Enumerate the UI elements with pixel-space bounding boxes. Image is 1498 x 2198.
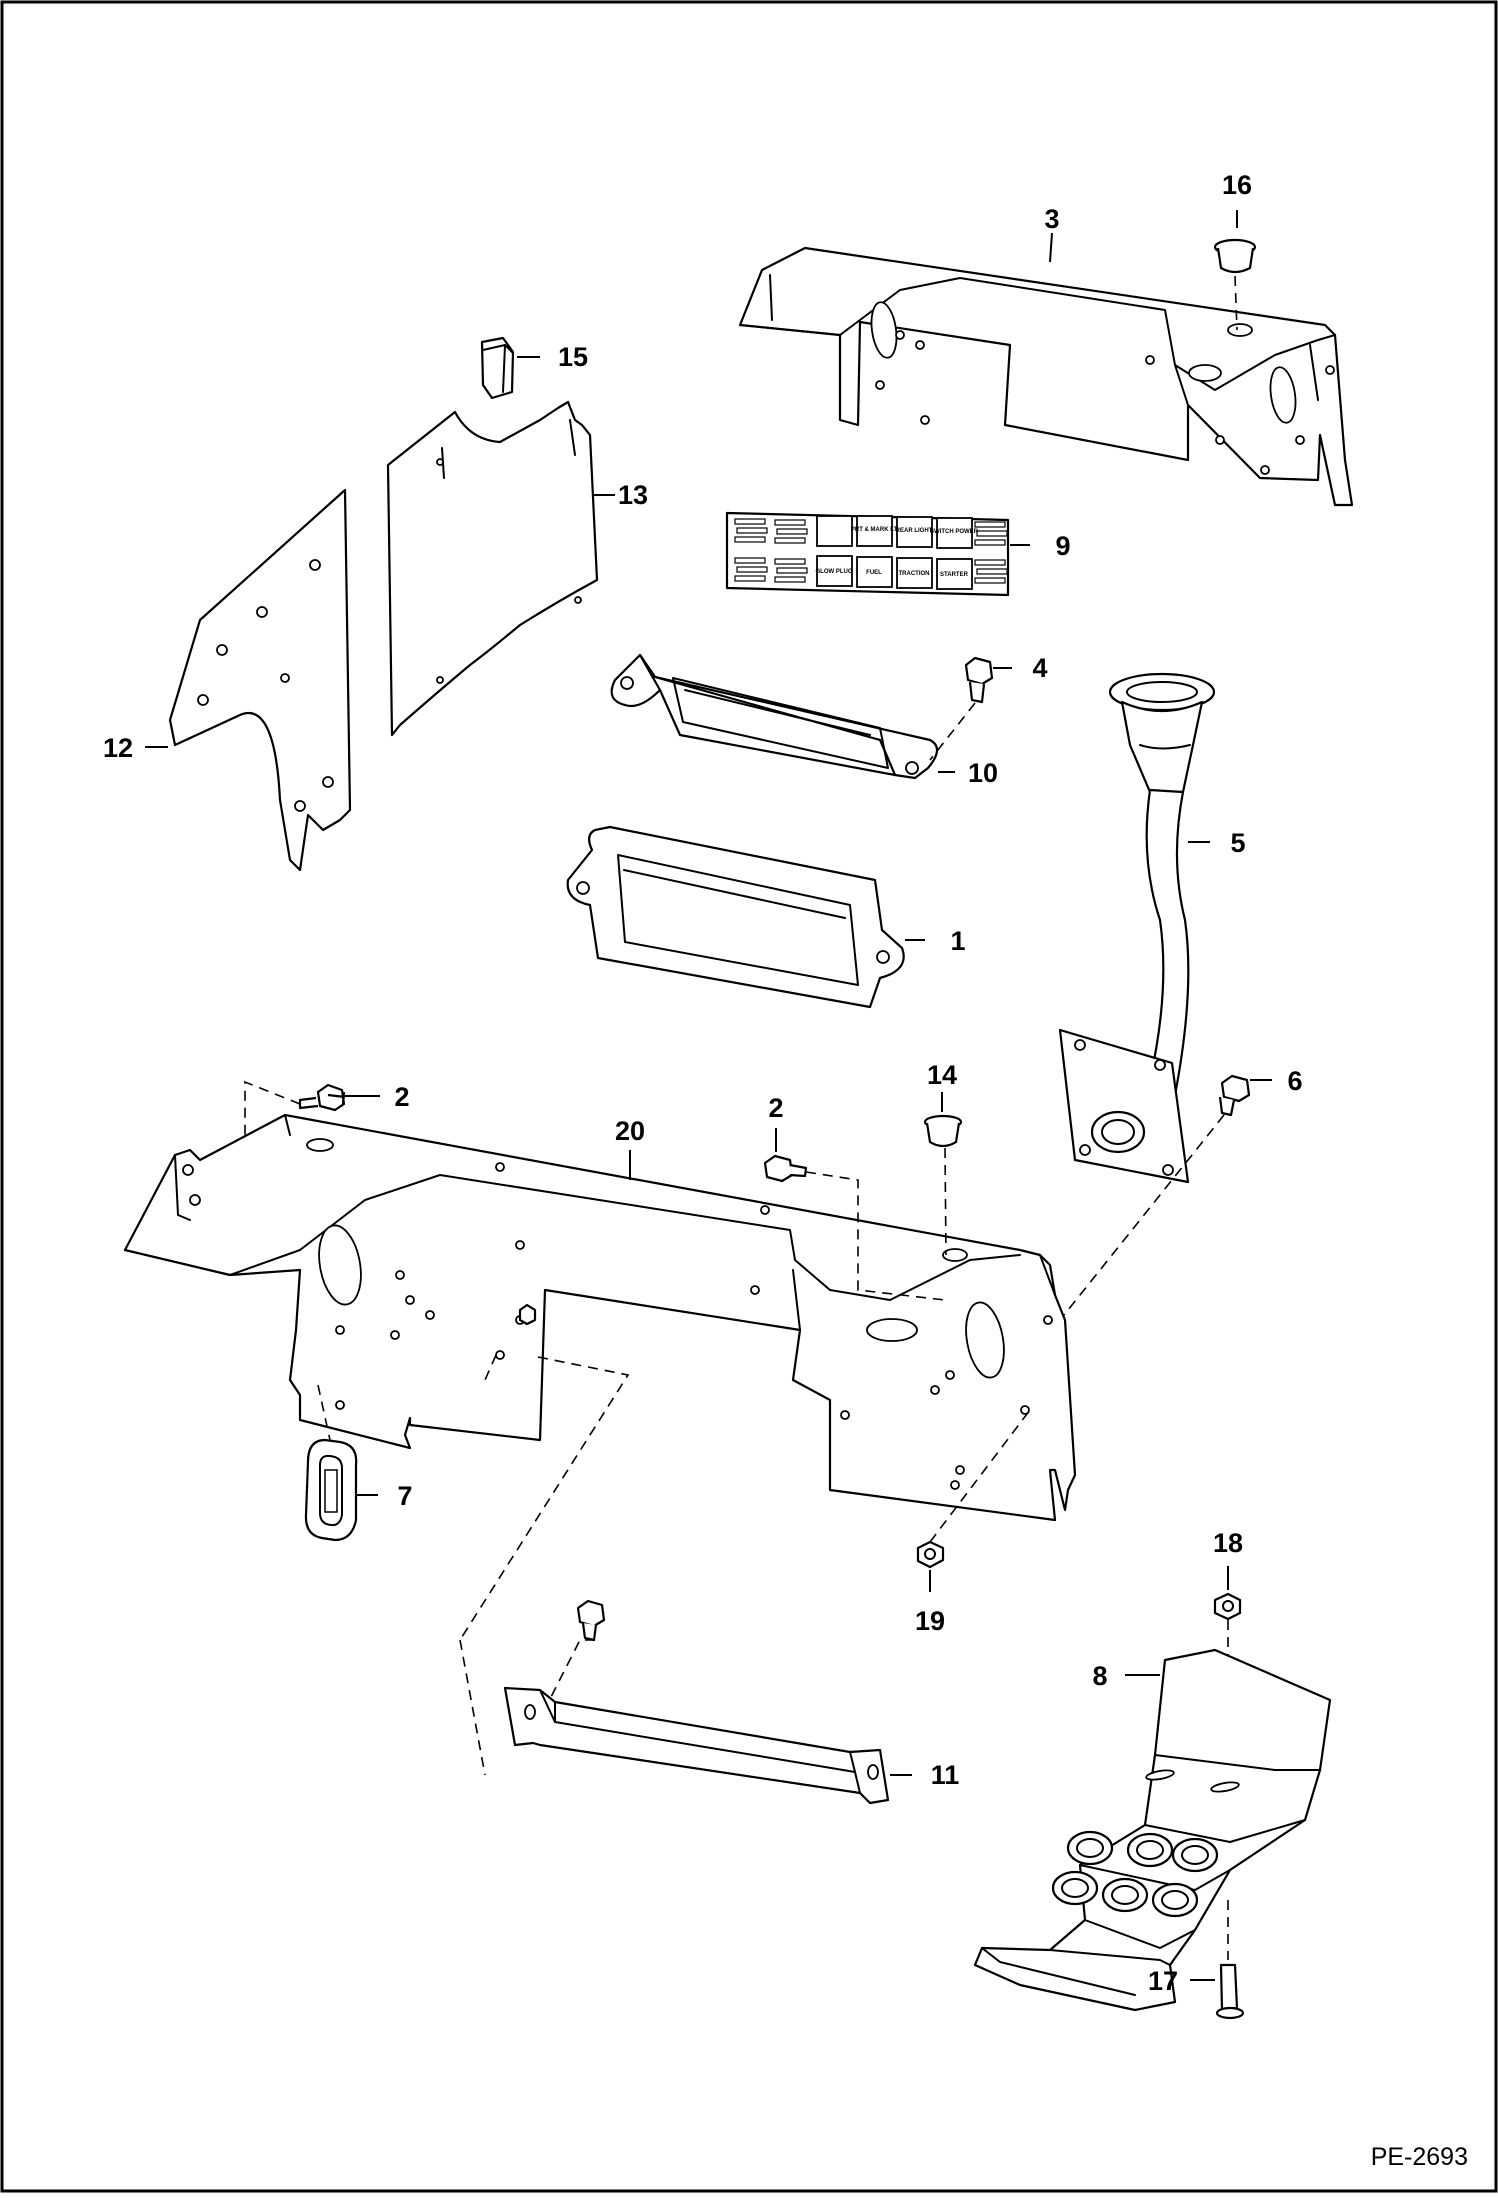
filler-neck-5 — [1058, 672, 1216, 1184]
callout-4: 4 — [1032, 653, 1047, 683]
callout-16: 16 — [1222, 170, 1252, 200]
callout-6: 6 — [1287, 1066, 1302, 1096]
callout-15: 15 — [558, 342, 588, 372]
plug-part-14 — [923, 1114, 963, 1148]
callout-numbers: 3 16 15 13 9 4 10 5 1 12 2 2 20 14 6 7 1… — [103, 170, 1303, 1996]
plug-part-16 — [1213, 238, 1257, 274]
bezel-10 — [610, 653, 939, 780]
decal-label-glow-plug: GLOW PLUG — [816, 569, 853, 575]
decal-indicator-mark — [736, 527, 768, 534]
decal-label-prt-mark-lt: PRT & MARK LT — [851, 527, 898, 533]
decal-label-fuel: FUEL — [866, 570, 882, 576]
decal-label-starter: STARTER — [940, 572, 969, 578]
decal-indicator-mark — [734, 575, 766, 582]
decal-indicator-mark — [976, 530, 1008, 537]
support-bracket-8 — [973, 1648, 1332, 2012]
decal-indicator-mark — [774, 558, 806, 565]
callout-9: 9 — [1055, 531, 1070, 561]
block-part-15 — [480, 336, 515, 400]
callout-10: 10 — [968, 758, 998, 788]
grommet-7 — [304, 1438, 358, 1542]
decal-indicator-mark — [974, 521, 1006, 528]
callout-5: 5 — [1230, 828, 1245, 858]
callout-3: 3 — [1044, 204, 1059, 234]
switch-decal-9: PRT & MARK LT REAR LIGHT SWITCH POWER GL… — [725, 511, 1010, 597]
decal-label-rear-light: REAR LIGHT — [896, 528, 933, 534]
callout-leaders — [145, 210, 1272, 1981]
callout-7: 7 — [397, 1481, 412, 1511]
bolt-17 — [1215, 1963, 1245, 2020]
decal-indicator-mark — [774, 537, 806, 544]
callout-2-left: 2 — [394, 1082, 409, 1112]
screw-part-2-center — [763, 1154, 808, 1183]
decal-indicator-mark — [774, 519, 806, 526]
decal-indicator-mark — [776, 567, 808, 574]
decal-indicator-mark — [774, 576, 806, 583]
callout-8: 8 — [1092, 1661, 1107, 1691]
upper-dash-panel — [738, 246, 1354, 507]
gasket-1 — [566, 825, 905, 1009]
callout-18: 18 — [1213, 1528, 1243, 1558]
callout-14: 14 — [927, 1060, 957, 1090]
insulation-panel-13 — [386, 400, 599, 737]
callout-20: 20 — [615, 1116, 645, 1146]
callout-17: 17 — [1148, 1966, 1178, 1996]
decal-label-switch-power: SWITCH POWER — [930, 529, 979, 535]
bracket-11 — [503, 1686, 890, 1805]
screw-part-6 — [1218, 1074, 1251, 1117]
nut-19 — [916, 1540, 945, 1569]
decal-indicator-mark — [974, 559, 1006, 566]
screw-part-2-left — [298, 1083, 346, 1112]
decal-label-traction: TRACTION — [899, 571, 930, 577]
decal-indicator-mark — [974, 539, 1006, 546]
screw-part-4 — [964, 656, 994, 704]
callout-2-center: 2 — [768, 1093, 783, 1123]
decal-indicator-mark — [734, 536, 766, 543]
decal-indicator-mark — [734, 518, 766, 525]
screw-bracket-11 — [576, 1599, 606, 1642]
callout-19: 19 — [915, 1606, 945, 1636]
decal-indicator-mark — [734, 557, 766, 564]
main-dash-panel-20 — [123, 1113, 1077, 1522]
nut-18 — [1213, 1592, 1242, 1621]
callout-1: 1 — [950, 926, 965, 956]
side-panel-12 — [168, 488, 352, 872]
decal-indicator-mark — [974, 577, 1006, 584]
callout-13: 13 — [618, 480, 648, 510]
decal-indicator-mark — [976, 568, 1008, 575]
decal-indicator-mark — [776, 528, 808, 535]
decal-indicator-mark — [736, 566, 768, 573]
callout-11: 11 — [931, 1760, 960, 1790]
callout-12: 12 — [103, 733, 133, 763]
drawing-reference-code: PE-2693 — [1371, 2143, 1468, 2171]
